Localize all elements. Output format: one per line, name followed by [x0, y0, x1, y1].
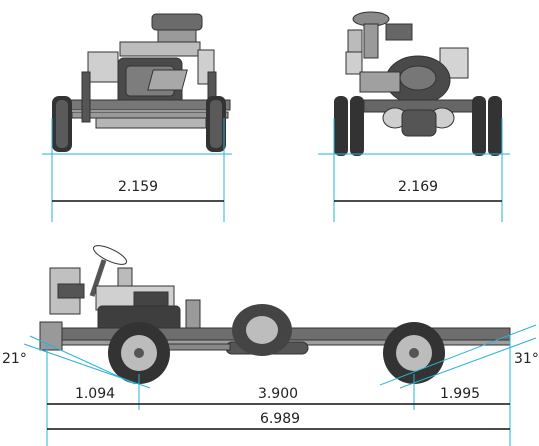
rear-view: 2.169: [318, 11, 510, 222]
front-view-chassis-illustration: [52, 13, 231, 152]
wheelbase-label: 3.900: [258, 386, 298, 402]
front-track-width-label: 2.159: [118, 179, 158, 195]
approach-angle-line: [29, 335, 136, 385]
rear-view-chassis-illustration: [334, 11, 502, 156]
approach-angle-label: 21°: [2, 351, 27, 367]
overall-length-label: 6.989: [260, 411, 300, 427]
approach-angle-ground-line: [23, 343, 151, 389]
rear-track-width-label: 2.169: [398, 179, 438, 195]
front-overhang-label: 1.094: [75, 386, 115, 402]
departure-angle-label: 31°: [514, 351, 539, 367]
departure-angle-ground-line: [399, 337, 537, 389]
front-view: 2.159: [42, 13, 232, 222]
side-view-chassis-illustration: [39, 245, 511, 384]
rear-overhang-label: 1.995: [440, 386, 480, 402]
side-view: 21° 31° 1.094 3.900 1.995 6.989: [2, 245, 539, 446]
